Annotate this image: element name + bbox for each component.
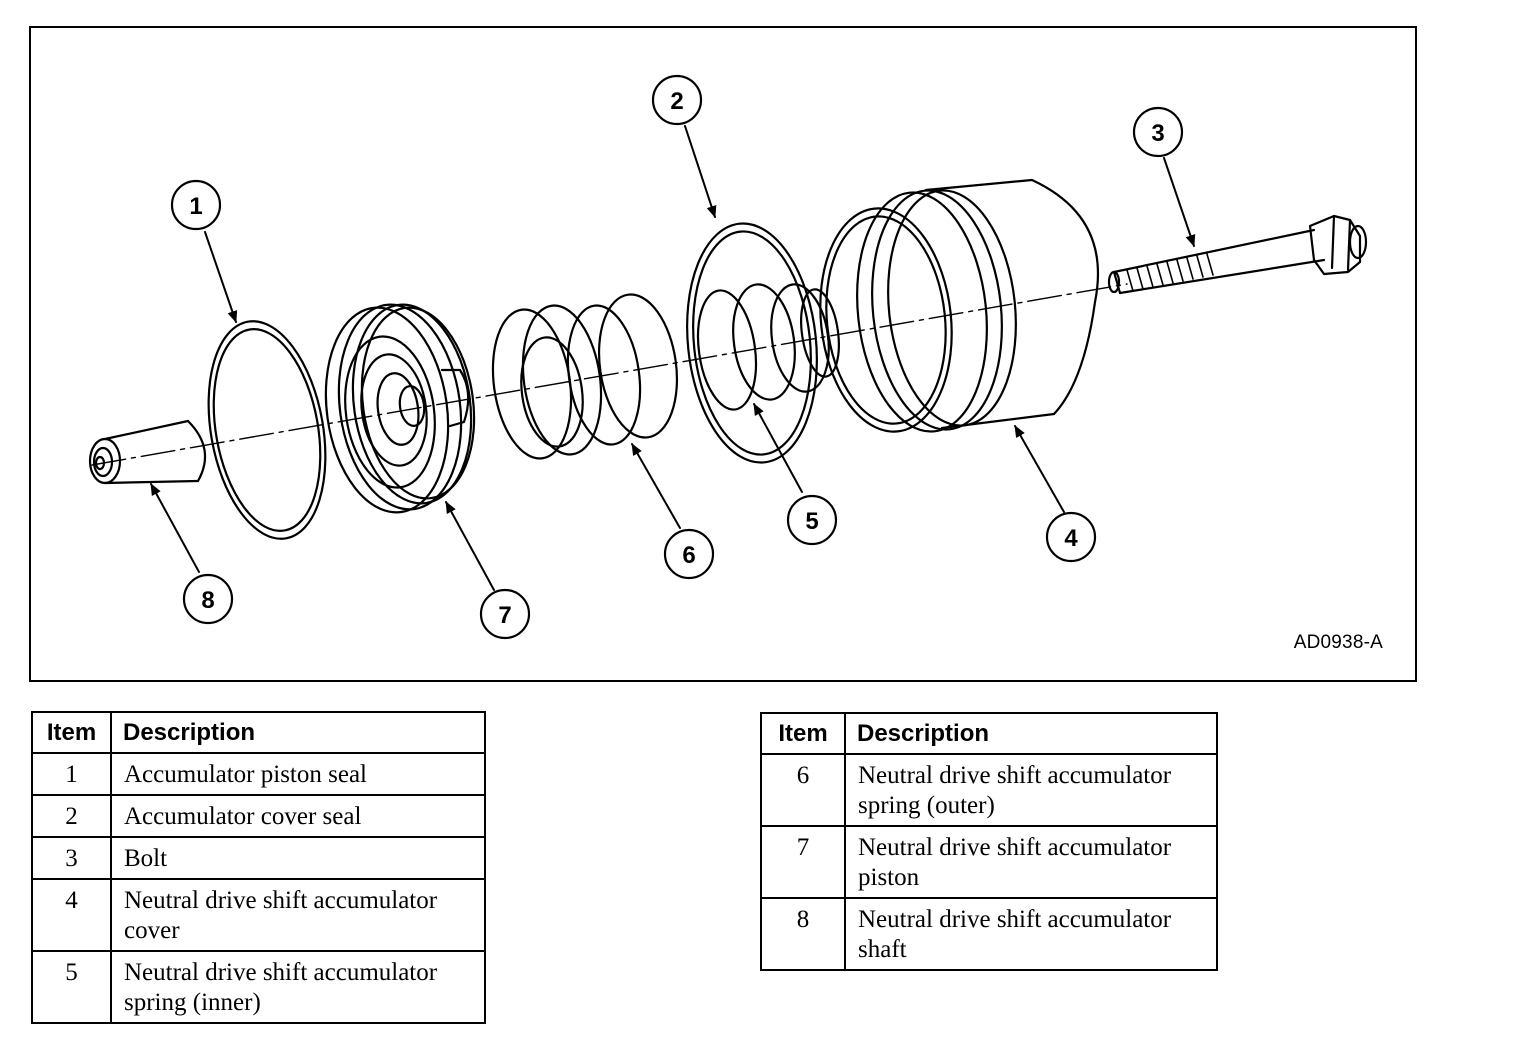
piston-part: [324, 303, 476, 514]
bolt-part: [1112, 214, 1368, 295]
inner-spring-part: [696, 283, 840, 411]
callout-8: 8: [182, 573, 234, 625]
table-header-row: Item Description: [760, 712, 1218, 755]
item-description: Bolt: [110, 836, 486, 880]
table-row: 4 Neutral drive shift accumulator cover: [31, 878, 486, 952]
callout-6: 6: [663, 528, 715, 580]
table-header-row: Item Description: [31, 711, 486, 754]
assembly-centerline: [91, 283, 1128, 466]
exploded-view-drawing: 1 2 3 4 5 6 7: [88, 74, 1368, 640]
callout-4: 4: [1045, 511, 1097, 563]
callout-1-label: 1: [189, 193, 202, 220]
item-description: Neutral drive shift accumulator spring (…: [844, 753, 1218, 827]
callout-5: 5: [786, 494, 838, 546]
item-number: 1: [31, 752, 112, 796]
callout-2: 2: [651, 74, 703, 126]
item-column-header: Item: [760, 712, 846, 755]
accumulator-cover-part: [819, 178, 1121, 433]
callout-1: 1: [170, 179, 222, 231]
outer-spring-part: [491, 293, 679, 460]
table-row: 5 Neutral drive shift accumulator spring…: [31, 950, 486, 1024]
item-number: 8: [760, 897, 846, 971]
description-column-header: Description: [110, 711, 486, 754]
exploded-view-figure: 1 2 3 4 5 6 7: [29, 26, 1417, 682]
item-description: Neutral drive shift accumulator cover: [110, 878, 486, 952]
item-number: 2: [31, 794, 112, 838]
figure-code: AD0938-A: [1293, 632, 1383, 653]
callout-3: 3: [1132, 106, 1184, 158]
item-number: 5: [31, 950, 112, 1024]
item-number: 6: [760, 753, 846, 827]
shaft-part: [88, 419, 207, 485]
table-row: 6 Neutral drive shift accumulator spring…: [760, 753, 1218, 827]
table-row: 1 Accumulator piston seal: [31, 752, 486, 796]
callout-4-label: 4: [1064, 525, 1078, 552]
callout-2-label: 2: [670, 88, 683, 115]
table-row: 3 Bolt: [31, 836, 486, 880]
callout-8-label: 8: [201, 587, 214, 614]
callout-7-label: 7: [498, 602, 511, 629]
item-description: Accumulator cover seal: [110, 794, 486, 838]
item-number: 3: [31, 836, 112, 880]
item-description: Neutral drive shift accumulator shaft: [844, 897, 1218, 971]
piston-seal-part: [207, 320, 327, 540]
parts-table-left: Item Description 1 Accumulator piston se…: [31, 711, 486, 1024]
callout-3-label: 3: [1151, 120, 1164, 147]
item-description: Accumulator piston seal: [110, 752, 486, 796]
table-row: 2 Accumulator cover seal: [31, 794, 486, 838]
leader-arrows: [150, 125, 1196, 591]
item-description: Neutral drive shift accumulator spring (…: [110, 950, 486, 1024]
item-column-header: Item: [31, 711, 112, 754]
table-row: 7 Neutral drive shift accumulator piston: [760, 825, 1218, 899]
item-number: 7: [760, 825, 846, 899]
parts-table-right: Item Description 6 Neutral drive shift a…: [760, 712, 1218, 971]
item-description: Neutral drive shift accumulator piston: [844, 825, 1218, 899]
description-column-header: Description: [844, 712, 1218, 755]
callout-5-label: 5: [805, 508, 818, 535]
callout-6-label: 6: [682, 542, 695, 569]
cover-seal-part: [686, 222, 818, 464]
item-number: 4: [31, 878, 112, 952]
callout-7: 7: [479, 588, 531, 640]
table-row: 8 Neutral drive shift accumulator shaft: [760, 897, 1218, 971]
